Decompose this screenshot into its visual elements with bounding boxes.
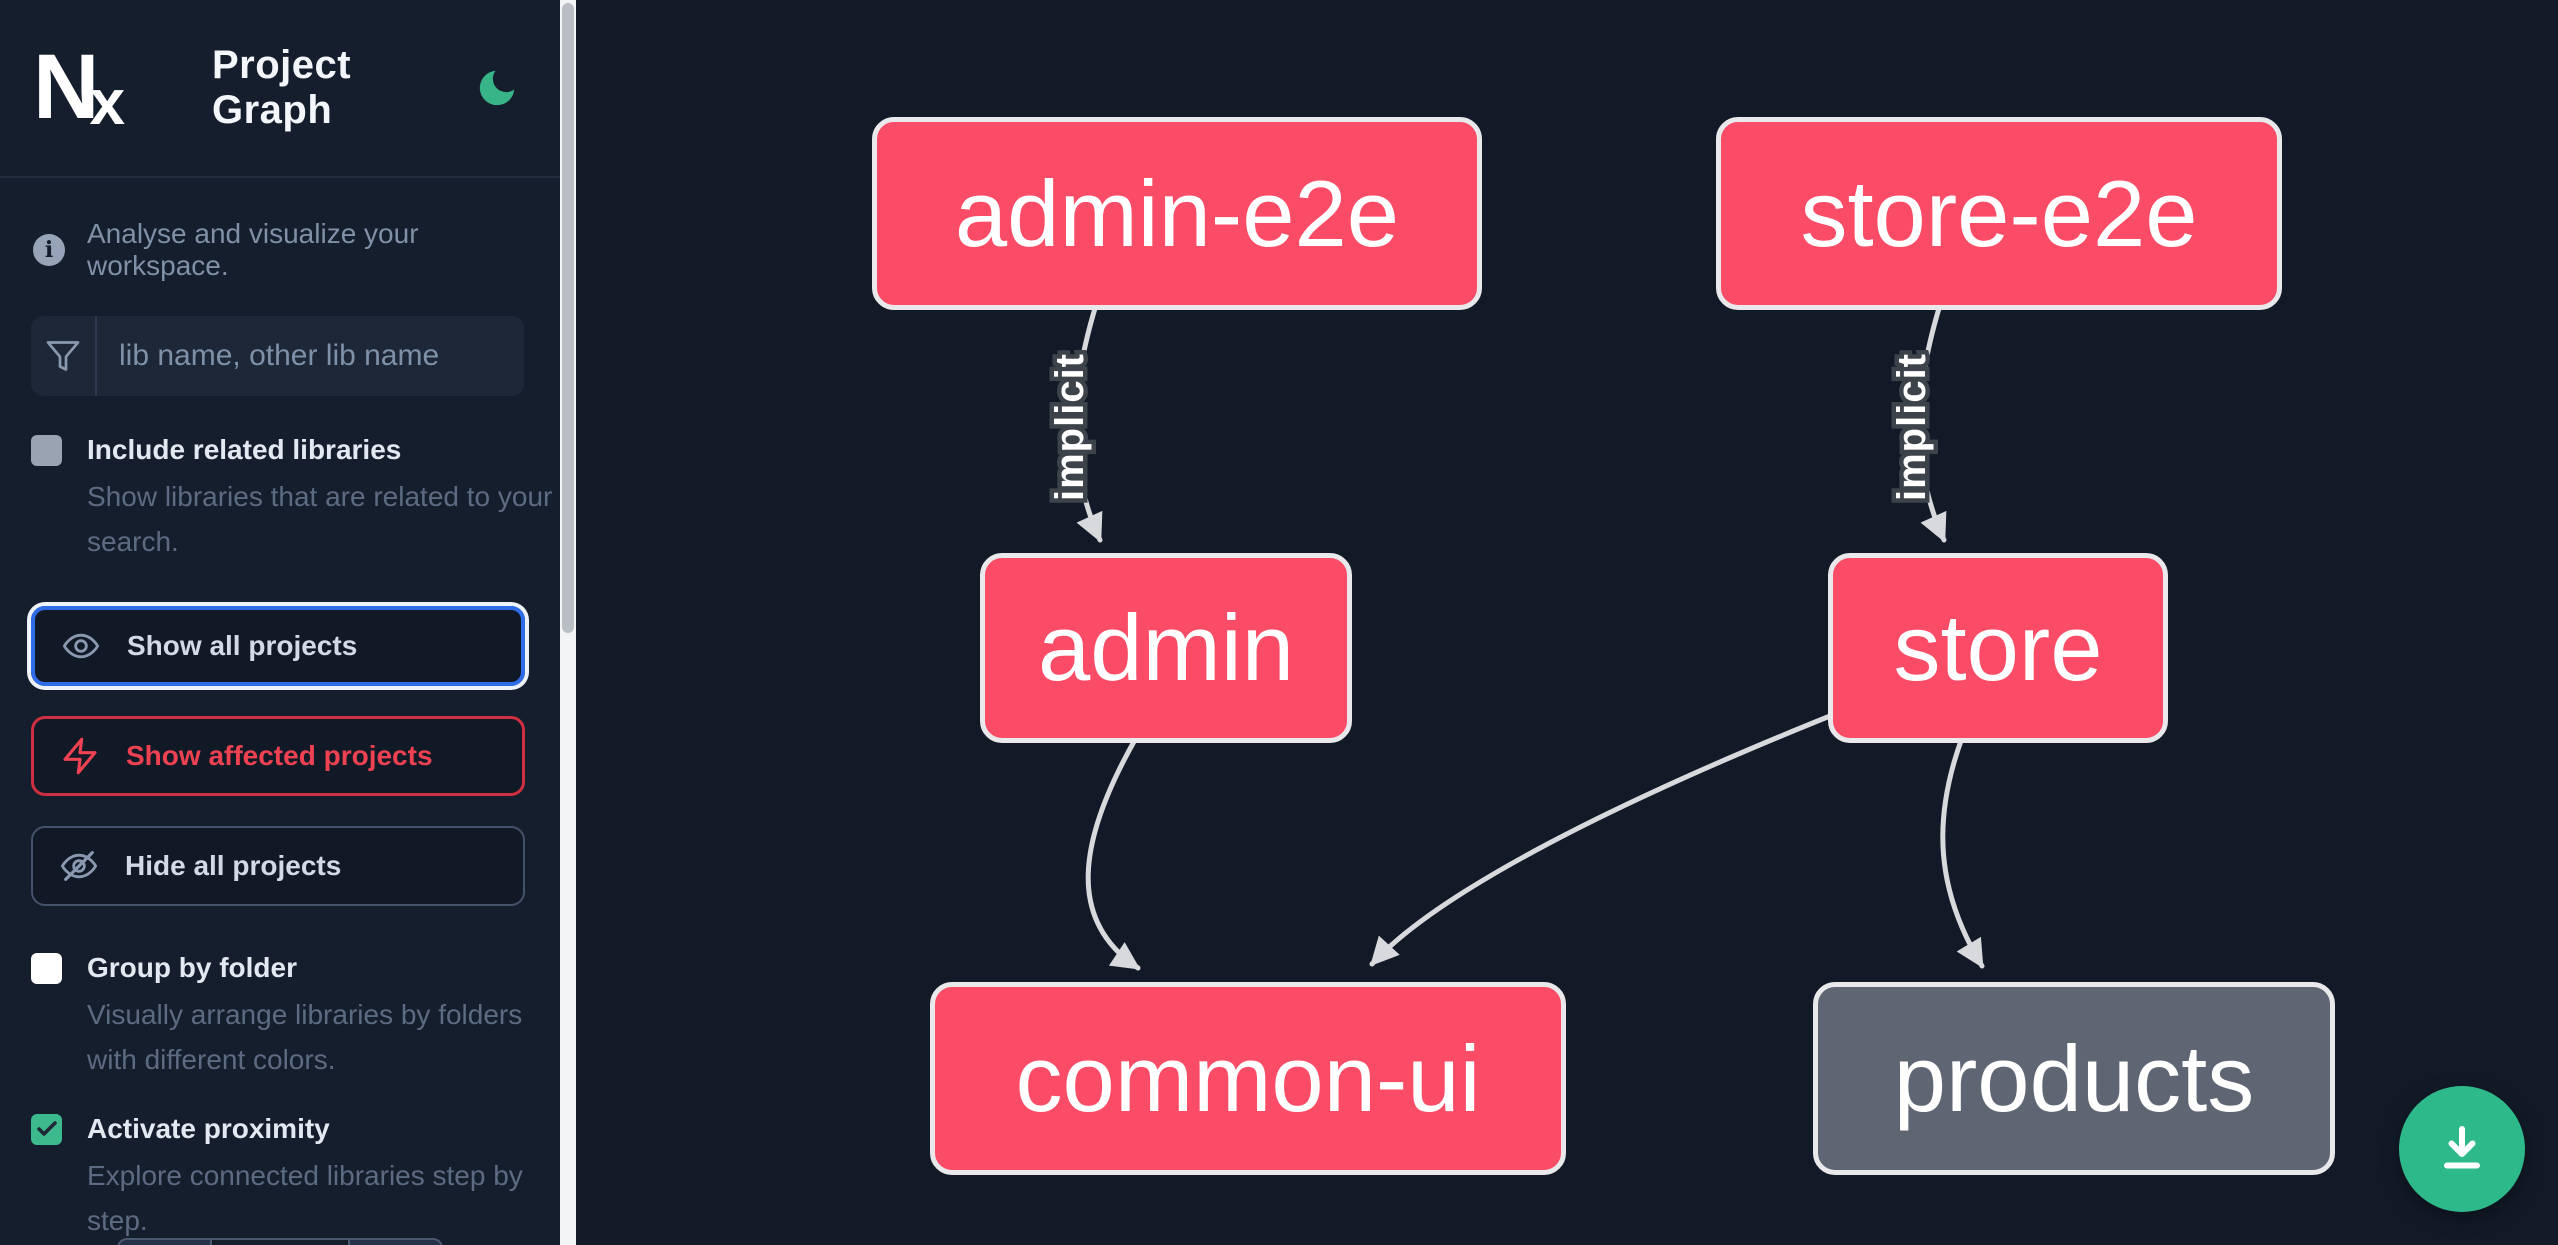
check-icon [36,1121,57,1136]
tagline-row: i Analyse and visualize your workspace. [33,218,533,282]
edge-admin-to-common-ui [1085,735,1141,971]
lightning-icon [63,737,97,775]
eye-off-icon [60,851,98,881]
hide-all-projects-label: Hide all projects [125,850,342,881]
include-related-setting: Include related libraries Show libraries… [31,434,552,564]
activate-proximity-setting: Activate proximity Explore connected lib… [31,1113,531,1243]
download-graph-button[interactable] [2399,1086,2525,1212]
sidebar: N x Project Graph i Analyse and visualiz… [0,0,560,1245]
graph-canvas[interactable]: implicit implicit admin-e2e store-e2e ad… [576,0,2558,1245]
node-label: admin [1037,595,1295,700]
nx-logo-x: x [89,66,126,138]
graph-node-admin-e2e[interactable]: admin-e2e [872,117,1482,310]
hide-all-projects-button[interactable]: Hide all projects [31,826,525,906]
proximity-increment-segment[interactable] [348,1240,441,1245]
graph-node-store[interactable]: store [1828,553,2168,743]
group-by-folder-label: Group by folder [87,952,297,983]
filter-icon-cell [31,316,97,396]
proximity-value-segment [212,1240,348,1245]
edge-store-to-products [1940,735,1985,969]
group-by-folder-description: Visually arrange libraries by folders wi… [87,999,523,1075]
node-label: store [1893,595,2103,700]
eye-icon [62,633,100,659]
theme-toggle-button[interactable] [474,65,520,111]
show-affected-projects-label: Show affected projects [126,740,433,771]
download-icon [2444,1126,2480,1169]
nx-logo-n: N [33,36,99,139]
node-label: common-ui [1015,1025,1481,1131]
moon-icon [479,70,515,106]
search-box [31,316,524,396]
graph-node-common-ui[interactable]: common-ui [930,982,1566,1175]
node-label: store-e2e [1800,160,2198,266]
show-all-projects-button[interactable]: Show all projects [31,606,525,686]
tagline-text: Analyse and visualize your workspace. [87,218,419,281]
edge-store-to-common-ui [1369,709,1843,967]
proximity-decrement-segment[interactable] [119,1240,212,1245]
activate-proximity-label: Activate proximity [87,1113,330,1144]
graph-node-admin[interactable]: admin [980,553,1352,743]
activate-proximity-checkbox[interactable] [31,1113,62,1145]
edge-store-e2e-to-store [1917,302,1947,543]
include-related-label: Include related libraries [87,434,402,465]
node-label: admin-e2e [954,160,1400,266]
include-related-description: Show libraries that are related to your … [87,481,553,557]
group-by-folder-checkbox[interactable] [31,952,62,984]
include-related-checkbox[interactable] [31,434,62,466]
show-affected-projects-button[interactable]: Show affected projects [31,716,525,796]
nx-logo: N x [33,36,178,139]
app-title: Project Graph [212,43,352,132]
header-divider [0,176,560,178]
sidebar-scrollbar-thumb[interactable] [562,3,574,633]
funnel-filter-icon [46,341,80,371]
edge-label-implicit-admin: implicit [1048,353,1092,501]
group-by-folder-setting: Group by folder Visually arrange librari… [31,952,531,1082]
node-label: products [1893,1025,2255,1131]
info-icon: i [33,234,65,266]
sidebar-header: N x Project Graph [0,0,560,176]
sidebar-scrollbar-track[interactable] [560,0,576,1245]
show-all-projects-label: Show all projects [127,630,358,661]
graph-node-products[interactable]: products [1813,982,2335,1175]
graph-node-store-e2e[interactable]: store-e2e [1716,117,2282,310]
activate-proximity-description: Explore connected libraries step by step… [87,1160,523,1236]
proximity-depth-control[interactable] [117,1238,443,1245]
edge-label-implicit-store: implicit [1890,353,1934,501]
edge-admin-e2e-to-admin [1073,302,1103,543]
search-input[interactable] [97,316,524,396]
